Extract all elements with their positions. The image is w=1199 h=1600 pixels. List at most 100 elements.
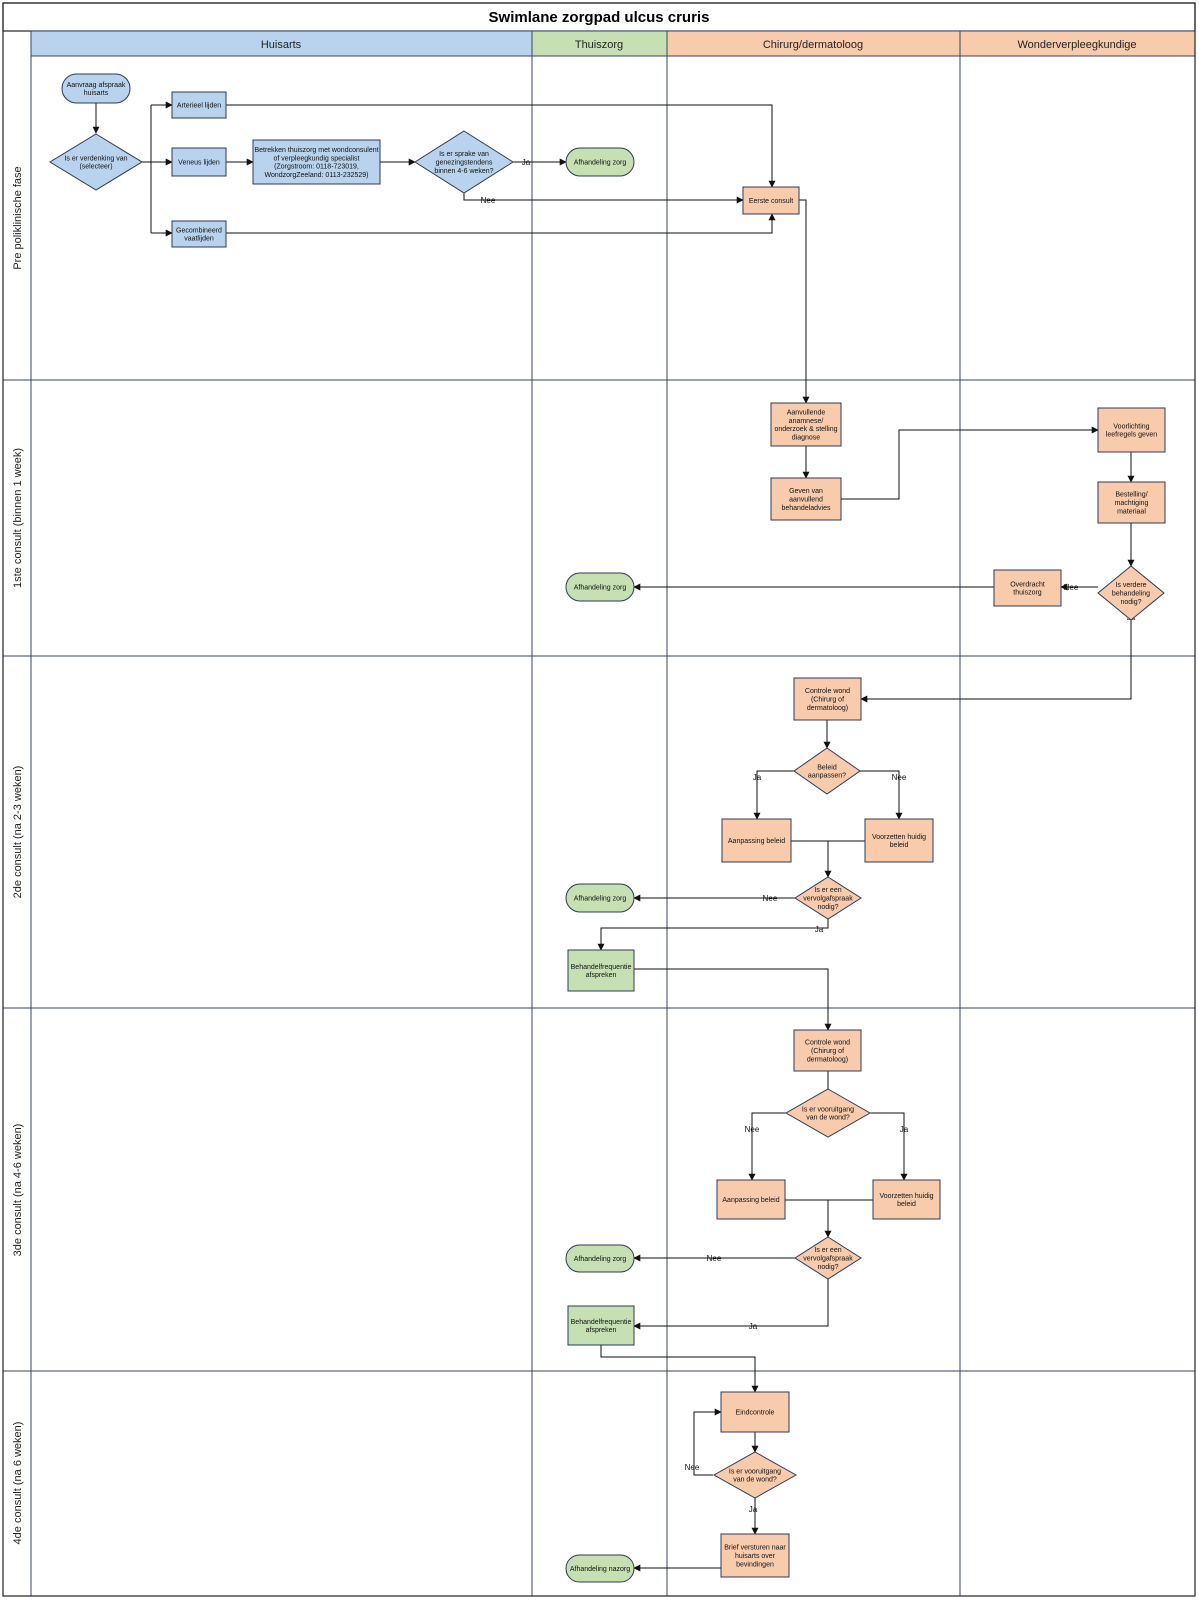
node-label-line: Geven van <box>789 488 823 495</box>
node-label-line: Eindcontrole <box>736 1410 775 1417</box>
edge-vervolg2-freq2 <box>633 1279 829 1330</box>
edge-label-nee: Nee <box>707 1254 722 1263</box>
process-box <box>993 569 1062 607</box>
edge-label-ja: Ja <box>900 1125 909 1134</box>
node-arterieel: Arterieel lijden <box>171 91 227 119</box>
node-label-line: bevindingen <box>736 1561 774 1568</box>
flow-edges <box>92 101 1135 1572</box>
node-label-line: Afhandeling zorg <box>574 896 627 903</box>
node-label-line: onderzoek & stelling <box>774 426 837 433</box>
edge-label-nee: Nee <box>745 1125 760 1134</box>
node-label-line: vaatlijden <box>184 236 214 243</box>
node-label-line: Is er een <box>814 1247 841 1254</box>
node-label-line: Voorlichting <box>1113 423 1149 430</box>
edge-vooruitgang1-voortzetten2 <box>870 1112 908 1181</box>
lane-label-wonderverpleegkundige: Wonderverpleegkundige <box>1017 39 1136 51</box>
process-box <box>171 91 227 119</box>
edge-freq2-eindcontrole <box>600 1345 759 1393</box>
node-label-line: afspreken <box>586 972 617 979</box>
edge-label-ja: Ja <box>753 773 762 782</box>
node-afh3: Afhandeling zorg <box>565 883 635 913</box>
node-label-line: beleid <box>897 1201 916 1208</box>
node-label-line: (Zorgstroom: 0118-723019, <box>274 164 359 171</box>
node-label-line: genezingstendens <box>436 160 493 167</box>
process-box <box>567 949 635 992</box>
node-label-line: Voorzetten huidig <box>872 834 926 841</box>
node-label-line: of verpleegkundig specialist <box>274 155 360 162</box>
decision-diamond <box>712 1451 798 1499</box>
terminator-pill <box>61 73 131 104</box>
edge-vooruitgang1-aanpassing2 <box>748 1112 786 1181</box>
process-box <box>252 139 381 185</box>
lane-header-wonderverpleegkundige <box>959 30 1196 57</box>
phase-label-3de: 3de consult (na 4-6 weken) <box>12 1124 24 1257</box>
node-eindcontrole: Eindcontrole <box>720 1391 790 1433</box>
lane-header-thuiszorg <box>531 30 668 57</box>
node-label-line: Bestelling/ <box>1115 492 1147 499</box>
decision-diamond <box>793 747 861 795</box>
node-label-line: Controle wond <box>805 688 850 695</box>
edge-arterieel-eerste <box>226 104 776 188</box>
lane-header-huisarts <box>30 30 533 57</box>
process-box <box>1097 407 1166 453</box>
process-box <box>720 1533 790 1578</box>
edge-genezing-eerste <box>463 193 744 204</box>
edge-label-ja: Ja <box>749 1322 758 1331</box>
node-label-line: machtiging <box>1115 500 1149 507</box>
node-label-line: van de wond? <box>733 1477 777 1484</box>
terminator-pill <box>565 1244 635 1273</box>
edge-label-ja: Ja <box>522 158 531 167</box>
node-label-line: (Chirurg of <box>811 697 844 704</box>
node-afh2: Afhandeling zorg <box>565 572 635 602</box>
node-label-line: Betrekken thuiszorg met wondconsulent <box>254 147 378 154</box>
process-box <box>864 818 934 863</box>
edge-vooruitgang2-eindcontrole <box>693 1408 722 1476</box>
node-label-line: aanvullend <box>789 497 823 504</box>
node-label-line: aanpassen? <box>808 773 846 780</box>
node-label-line: nodig? <box>817 1264 838 1271</box>
edge-label-ja: Ja <box>749 1505 758 1514</box>
node-label-line: binnen 4-6 weken? <box>434 168 493 175</box>
edge-geven-voorlichting <box>840 426 1099 500</box>
phase-label-2de: 2de consult (na 2-3 weken) <box>12 766 24 899</box>
node-afh4: Afhandeling zorg <box>565 1244 635 1273</box>
terminator-pill <box>565 147 635 177</box>
edge-eerste-aanvullende <box>799 199 810 404</box>
node-label-line: Aanpassing beleid <box>722 1197 779 1204</box>
node-label-line: Is er verdenking van <box>64 155 127 162</box>
terminator-pill <box>565 1554 635 1583</box>
node-label-line: vervolgafspraak <box>803 1256 853 1263</box>
node-label-line: Is verdere <box>1115 582 1146 589</box>
node-label-line: nodig? <box>817 904 838 911</box>
edge-label-ja: Ja <box>815 925 824 934</box>
process-box <box>793 677 862 721</box>
node-label-line: behandeladvies <box>781 505 831 512</box>
edge-label-nee: Nee <box>1064 583 1079 592</box>
process-box <box>720 1391 790 1433</box>
node-label-line: Gecombineerd <box>176 227 222 234</box>
process-box <box>567 1305 635 1346</box>
lane-label-thuiszorg: Thuiszorg <box>575 39 623 51</box>
node-afhnazorg: Afhandeling nazorg <box>565 1554 635 1583</box>
node-label-line: huisarts over <box>735 1553 776 1560</box>
node-label-line: materiaal <box>1117 508 1146 515</box>
terminator-pill <box>565 572 635 602</box>
decision-diamond <box>49 133 143 191</box>
node-label-line: Controle wond <box>805 1040 850 1047</box>
process-box <box>793 1029 862 1072</box>
node-label-line: Aanvullende <box>787 409 826 416</box>
node-aanpassing1: Aanpassing beleid <box>721 818 792 863</box>
node-label-line: van de wond? <box>806 1115 850 1122</box>
node-betrekken: Betrekken thuiszorg met wondconsulentof … <box>252 139 381 185</box>
node-label-line: Afhandeling zorg <box>574 160 627 167</box>
